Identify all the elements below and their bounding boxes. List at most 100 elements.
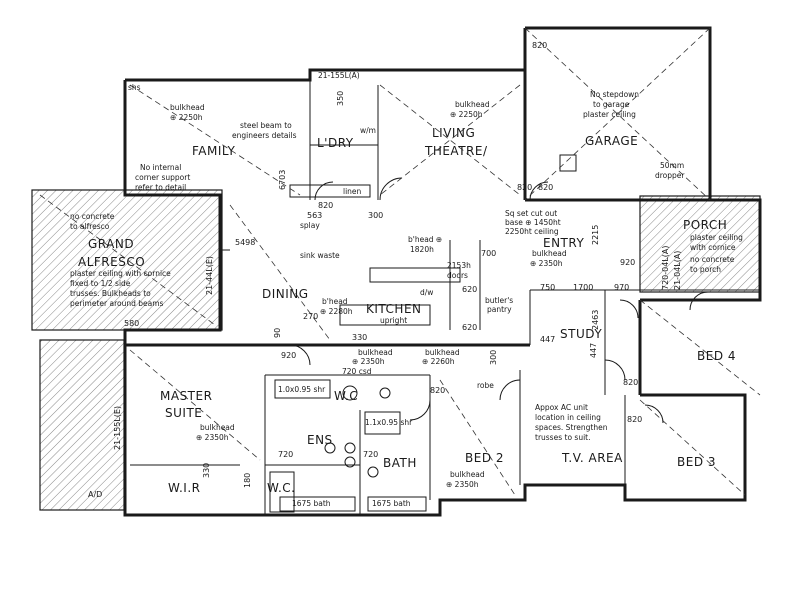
room-entry: ENTRY — [543, 236, 584, 250]
dim-5498: 5498 — [235, 238, 255, 247]
note-master-bulkhead-h: ⊕ 2350h — [196, 433, 229, 442]
dim-1700: 1700 — [573, 283, 593, 292]
note-upright: upright — [380, 316, 407, 325]
dim-720: 720 — [278, 450, 293, 459]
dim-820-garage: 820 — [532, 41, 547, 50]
note-alf-3: trusses. Bulkheads to — [70, 289, 151, 298]
note-porch-1: plaster ceiling — [690, 233, 743, 242]
note-kb2260: bulkhead — [425, 348, 460, 357]
note-sink-waste: sink waste — [300, 251, 340, 260]
dim-porch-2: 21-04L(A) — [673, 251, 682, 290]
dim-620b: 620 — [462, 323, 477, 332]
dim-ad: A/D — [88, 490, 102, 499]
room-laundry: L'DRY — [317, 136, 354, 150]
note-linen: linen — [343, 187, 362, 196]
note-alf-top-2: to alfresco — [70, 222, 110, 231]
note-ac-1: Appox AC unit — [535, 403, 588, 412]
dim-820-bed4: 820 — [623, 378, 638, 387]
dim-620: 620 — [462, 285, 477, 294]
dim-6703: 6703 — [278, 170, 287, 190]
stair-lines — [39, 339, 125, 511]
note-robe-bed2: robe — [477, 381, 494, 390]
ceiling-diagonals — [39, 27, 761, 496]
note-butlers-2: pantry — [487, 305, 512, 314]
dim-447: 447 — [540, 335, 555, 344]
note-kb2260-h: ⊕ 2260h — [422, 357, 455, 366]
dim-720b: 720 — [363, 450, 378, 459]
note-family-bulkhead: bulkhead — [170, 103, 205, 112]
dim-90: 90 — [273, 328, 282, 338]
room-labels: FAMILY L'DRY LIVING THEATRE/ GARAGE GRAN… — [78, 126, 736, 495]
room-alfresco: ALFRESCO — [78, 255, 145, 269]
annotations: bulkhead ⊕ 2250h steel beam to engineers… — [70, 71, 743, 508]
dim-180: 180 — [243, 473, 252, 488]
room-porch: PORCH — [683, 218, 727, 232]
room-dining: DINING — [262, 287, 309, 301]
note-bhead-1820-h: 1820h — [410, 245, 434, 254]
alfresco-hatch — [31, 189, 223, 331]
room-living: LIVING — [432, 126, 475, 140]
note-porch-2: with cornice — [690, 243, 736, 252]
room-family: FAMILY — [192, 144, 235, 158]
dim-563: 563 — [307, 211, 322, 220]
dim-2463: 2463 — [591, 310, 600, 330]
note-corner-2: corner support — [135, 173, 190, 182]
note-cutout-2: base ⊕ 1450ht — [505, 218, 561, 227]
dim-270: 270 — [303, 312, 318, 321]
dim-330b: 330 — [202, 463, 211, 478]
note-master-bulkhead: bulkhead — [200, 423, 235, 432]
room-study: STUDY — [560, 327, 602, 341]
note-doors-1: 2153h — [447, 261, 471, 270]
note-dw: d/w — [420, 288, 433, 297]
room-wc: W.C. — [267, 481, 296, 495]
room-garage: GARAGE — [585, 134, 638, 148]
note-steel-beam: steel beam to — [240, 121, 292, 130]
dim-920-entry: 920 — [620, 258, 635, 267]
dim-820-living: 820 — [517, 183, 532, 192]
dim-580: 580 — [124, 319, 139, 328]
note-garage-1: No stepdown — [590, 90, 639, 99]
note-bhead-2280: b'head — [322, 297, 348, 306]
note-corner-3: refer to detail — [135, 183, 186, 192]
room-bath: BATH — [383, 456, 417, 470]
note-living-bulkhead: bulkhead — [455, 100, 490, 109]
dim-820-family: 820 — [318, 201, 333, 210]
note-header-dim: 21-155L(A) — [318, 71, 360, 80]
note-bed2-bulkhead-h: ⊕ 2350h — [446, 480, 479, 489]
porch-hatch — [639, 195, 761, 293]
note-alf-2: fixed to 1/2 side — [70, 279, 131, 288]
dim-alf-side: 21-44L(E) — [205, 256, 214, 295]
room-suite: SUITE — [165, 406, 202, 420]
note-ksb-h: ⊕ 2350h — [352, 357, 385, 366]
note-ac-3: spaces. Strengthen — [535, 423, 608, 432]
room-tv: T.V. AREA — [561, 451, 623, 465]
note-dropper-1: 50mm — [660, 161, 684, 170]
room-kitchen: KITCHEN — [366, 302, 422, 316]
note-garage-3: plaster ceiling — [583, 110, 636, 119]
note-porch-3: no concrete — [690, 255, 735, 264]
note-shr2: 1.1x0.95 shr — [365, 418, 413, 427]
room-bed3: BED 3 — [677, 455, 716, 469]
dim-left-side: 21-155L(E) — [113, 406, 122, 450]
door-swings — [289, 177, 709, 424]
note-shs: shs — [128, 83, 141, 92]
dim-porch: 720-04L(A) — [661, 245, 670, 290]
dim-2215: 2215 — [591, 225, 600, 245]
dim-820-bed2: 820 — [430, 386, 445, 395]
dim-970: 970 — [614, 283, 629, 292]
note-family-bulkhead-height: ⊕ 2250h — [170, 113, 203, 122]
dim-820-garage-b: 820 — [538, 183, 553, 192]
note-bulkhead-2350-h: ⊕ 2350h — [530, 259, 563, 268]
note-dropper-2: dropper — [655, 171, 685, 180]
note-ac-2: location in ceiling — [535, 413, 601, 422]
note-alf-top-1: no concrete — [70, 212, 115, 221]
note-ac-4: trusses to suit. — [535, 433, 590, 442]
note-bath-bath: 1675 bath — [372, 499, 411, 508]
room-ens: ENS — [307, 433, 333, 447]
note-butlers-1: butler's — [485, 296, 513, 305]
note-bed2-bulkhead: bulkhead — [450, 470, 485, 479]
note-cutout-3: 2250ht ceiling — [505, 227, 559, 236]
dim-700: 700 — [481, 249, 496, 258]
room-theatre: THEATRE/ — [424, 144, 488, 158]
